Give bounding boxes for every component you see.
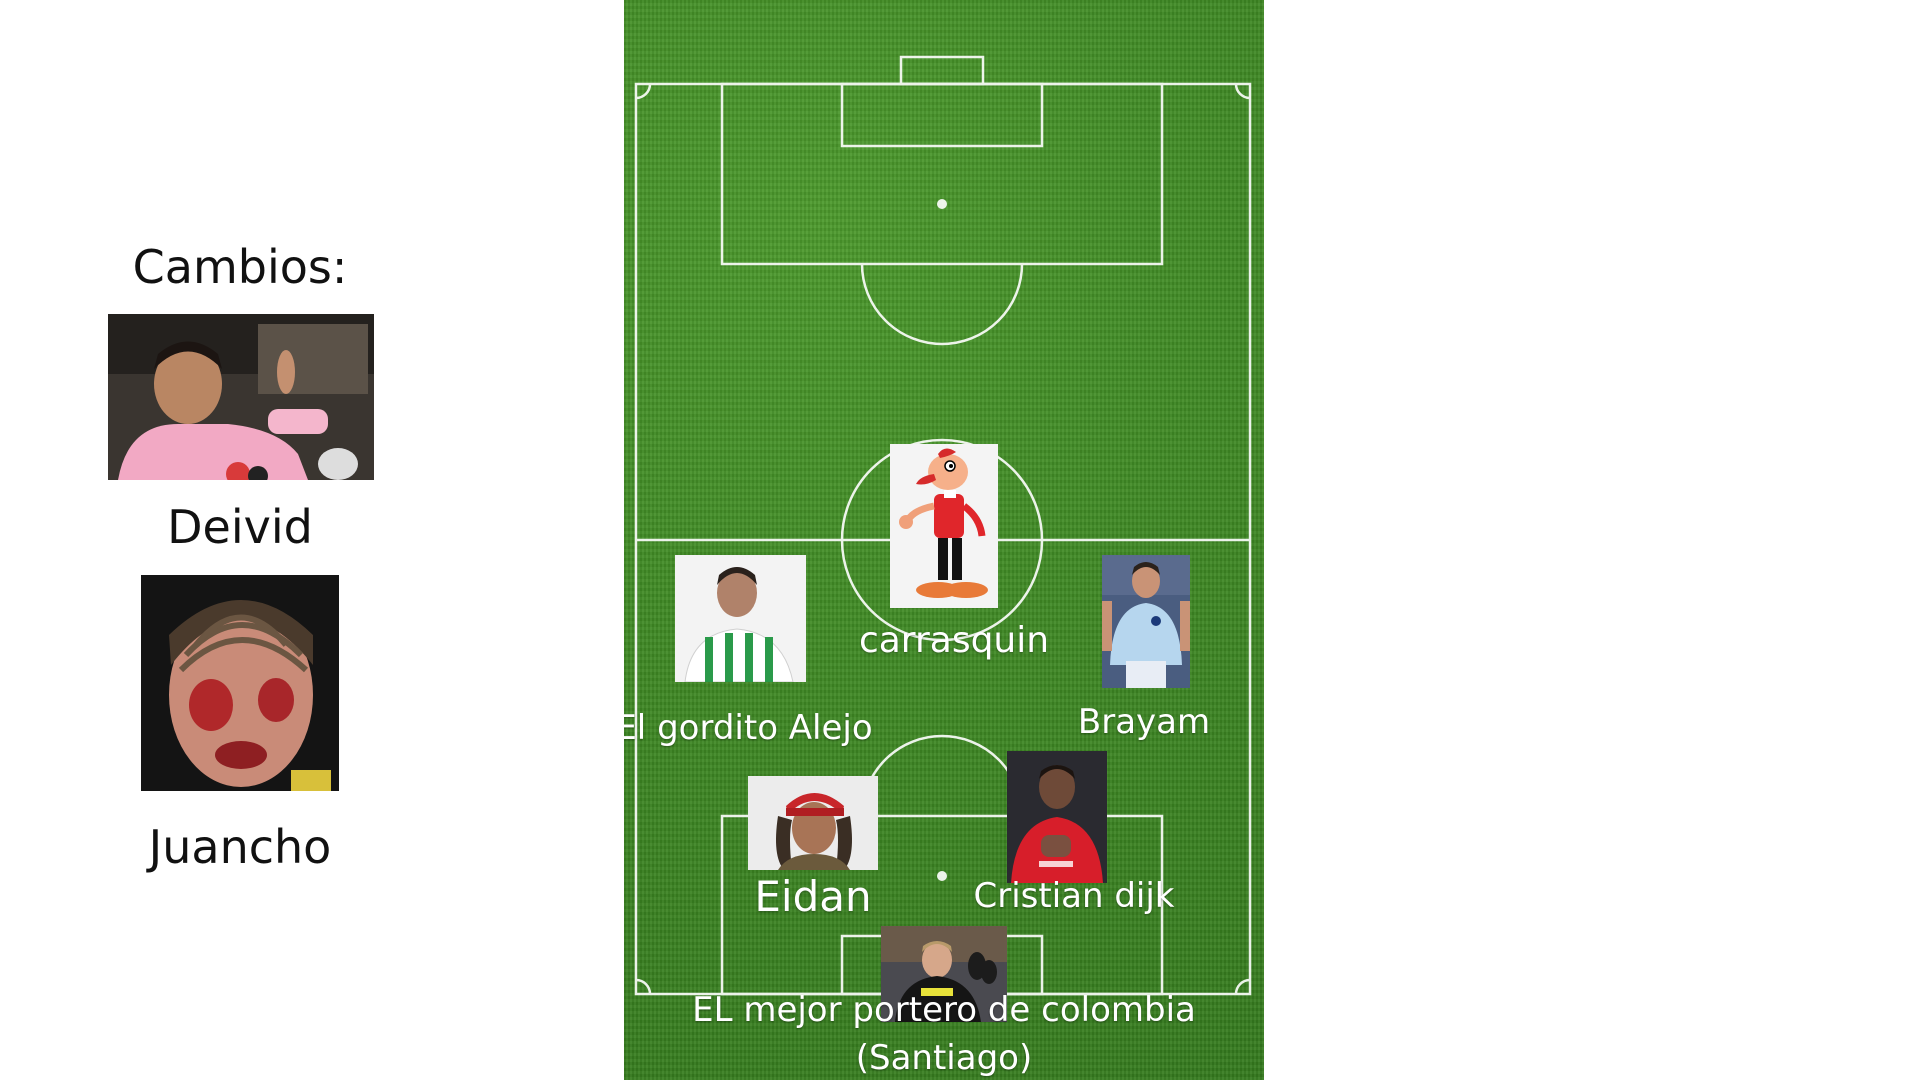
field-lines <box>634 55 1252 996</box>
bench-title: Cambios: <box>132 240 348 294</box>
player-photo-el-gordito-alejo <box>675 555 806 682</box>
player-photo-brayam <box>1102 555 1190 688</box>
player-name-eidan: Eidan <box>754 872 872 921</box>
player-name-carrasquin: carrasquin <box>858 620 1050 661</box>
player-name-brayam: Brayam <box>1077 702 1211 742</box>
soccer-field: carrasquin El gordito Alejo <box>624 0 1264 1080</box>
player-name-cristian-dijk: Cristian dijk <box>973 876 1175 916</box>
bench-player-photo-juancho <box>141 575 339 791</box>
bench-player-name-juancho: Juancho <box>148 820 332 874</box>
player-name-goalkeeper-line2: (Santiago) <box>855 1038 1033 1078</box>
player-name-goalkeeper: EL mejor portero de colombia <box>692 990 1196 1030</box>
bench-player-name-deivid: Deivid <box>167 500 313 554</box>
player-photo-cristian-dijk <box>1007 751 1107 883</box>
player-name-el-gordito-alejo: El gordito Alejo <box>624 708 873 748</box>
player-photo-goalkeeper <box>881 926 1007 1022</box>
player-photo-eidan <box>748 776 878 870</box>
bench-player-photo-deivid <box>108 314 374 480</box>
player-photo-carrasquin <box>890 444 998 608</box>
